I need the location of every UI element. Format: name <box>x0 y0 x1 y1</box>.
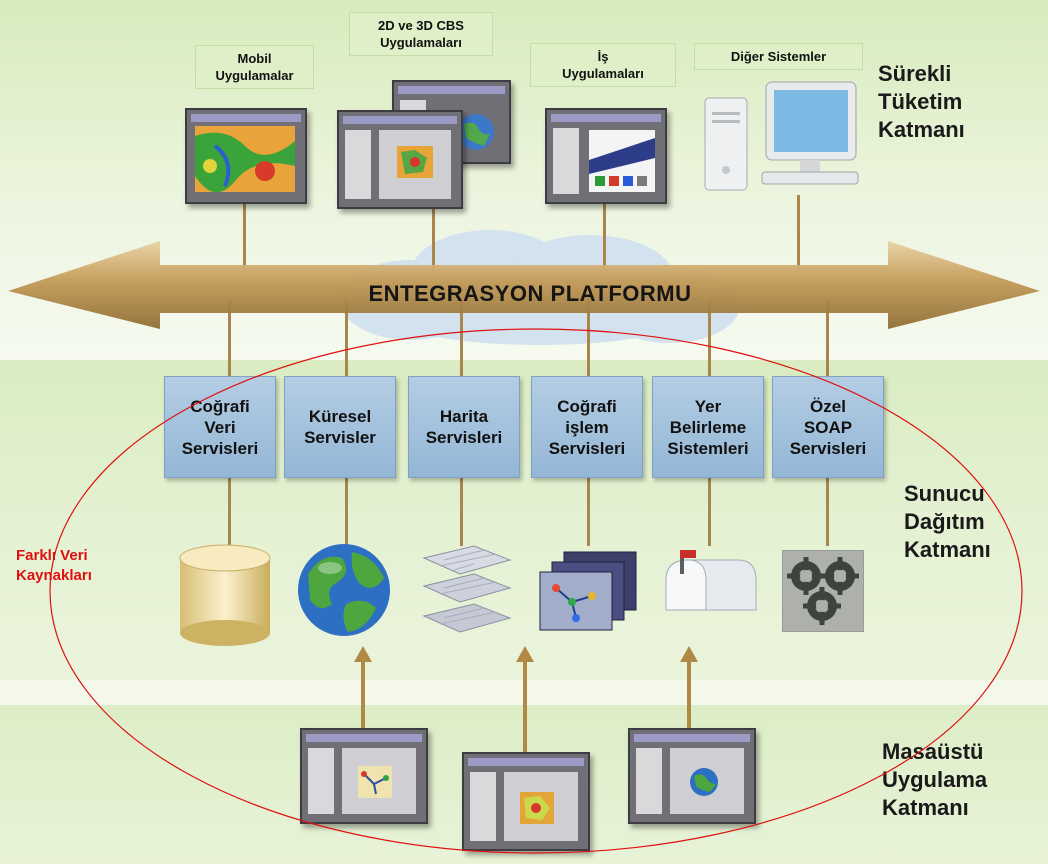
up-arrow <box>680 646 698 728</box>
data-sources-label: Farklı Veri Kaynakları <box>16 547 92 584</box>
gears-icon <box>782 550 864 632</box>
mailbox-icon <box>665 550 757 611</box>
desktop-app-window-1 <box>300 728 428 824</box>
consumption-layer-band <box>0 0 1048 230</box>
globe-thumbnail-icon <box>458 114 494 150</box>
database-icon <box>179 544 271 646</box>
up-arrow <box>516 646 534 755</box>
app-label-other-systems: Diğer Sistemler <box>694 43 863 70</box>
app-label-business: İş Uygulamaları <box>530 43 676 87</box>
connector-line <box>345 476 348 546</box>
service-box-map: Harita Servisleri <box>408 376 520 478</box>
server-layer-label: Sunucu Dağıtım Katmanı <box>904 481 991 562</box>
map-thumbnail-icon <box>397 146 433 178</box>
connector-line <box>797 195 800 270</box>
connector-line <box>228 476 231 546</box>
integration-platform-arrow <box>8 241 1040 329</box>
geoprocessing-icon <box>539 551 637 631</box>
map-layers-icon <box>422 545 512 633</box>
connector-line <box>460 476 463 546</box>
desktop-app-window-2 <box>462 752 590 851</box>
report-thumbnail-icon <box>589 130 655 192</box>
desktop-app-window-3 <box>628 728 756 824</box>
gis-app-window <box>337 110 463 209</box>
service-box-geoprocessing: Coğrafi işlem Servisleri <box>531 376 643 478</box>
connector-line <box>708 476 711 546</box>
app-label-gis: 2D ve 3D CBS Uygulamaları <box>349 12 493 56</box>
consumption-layer-label: Sürekli Tüketim Katmanı <box>878 61 965 142</box>
business-app-window <box>545 108 667 204</box>
mobile-app-window <box>185 108 307 204</box>
connector-line <box>603 200 606 270</box>
app-label-mobile: Mobil Uygulamalar <box>195 45 314 89</box>
globe-icon <box>298 544 390 636</box>
desktop-computer-icon <box>704 81 859 191</box>
service-box-locator: Yer Belirleme Sistemleri <box>652 376 764 478</box>
desktop-layer-label: Masaüstü Uygulama Katmanı <box>882 739 988 820</box>
connector-line <box>243 200 246 270</box>
service-box-soap: Özel SOAP Servisleri <box>772 376 884 478</box>
globe-thumbnail-icon <box>690 768 718 796</box>
connector-line <box>587 476 590 546</box>
connector-line <box>826 476 829 546</box>
up-arrow <box>354 646 372 728</box>
service-box-geodata: Coğrafi Veri Servisleri <box>164 376 276 478</box>
map-thumbnail-icon <box>520 792 554 824</box>
graph-thumbnail-icon <box>358 766 392 798</box>
service-box-global: Küresel Servisler <box>284 376 396 478</box>
server-layer-band <box>0 360 1048 680</box>
map-thumbnail-icon <box>195 126 295 192</box>
integration-platform-label: ENTEGRASYON PLATFORMU <box>368 281 692 306</box>
connector-line <box>432 198 435 270</box>
